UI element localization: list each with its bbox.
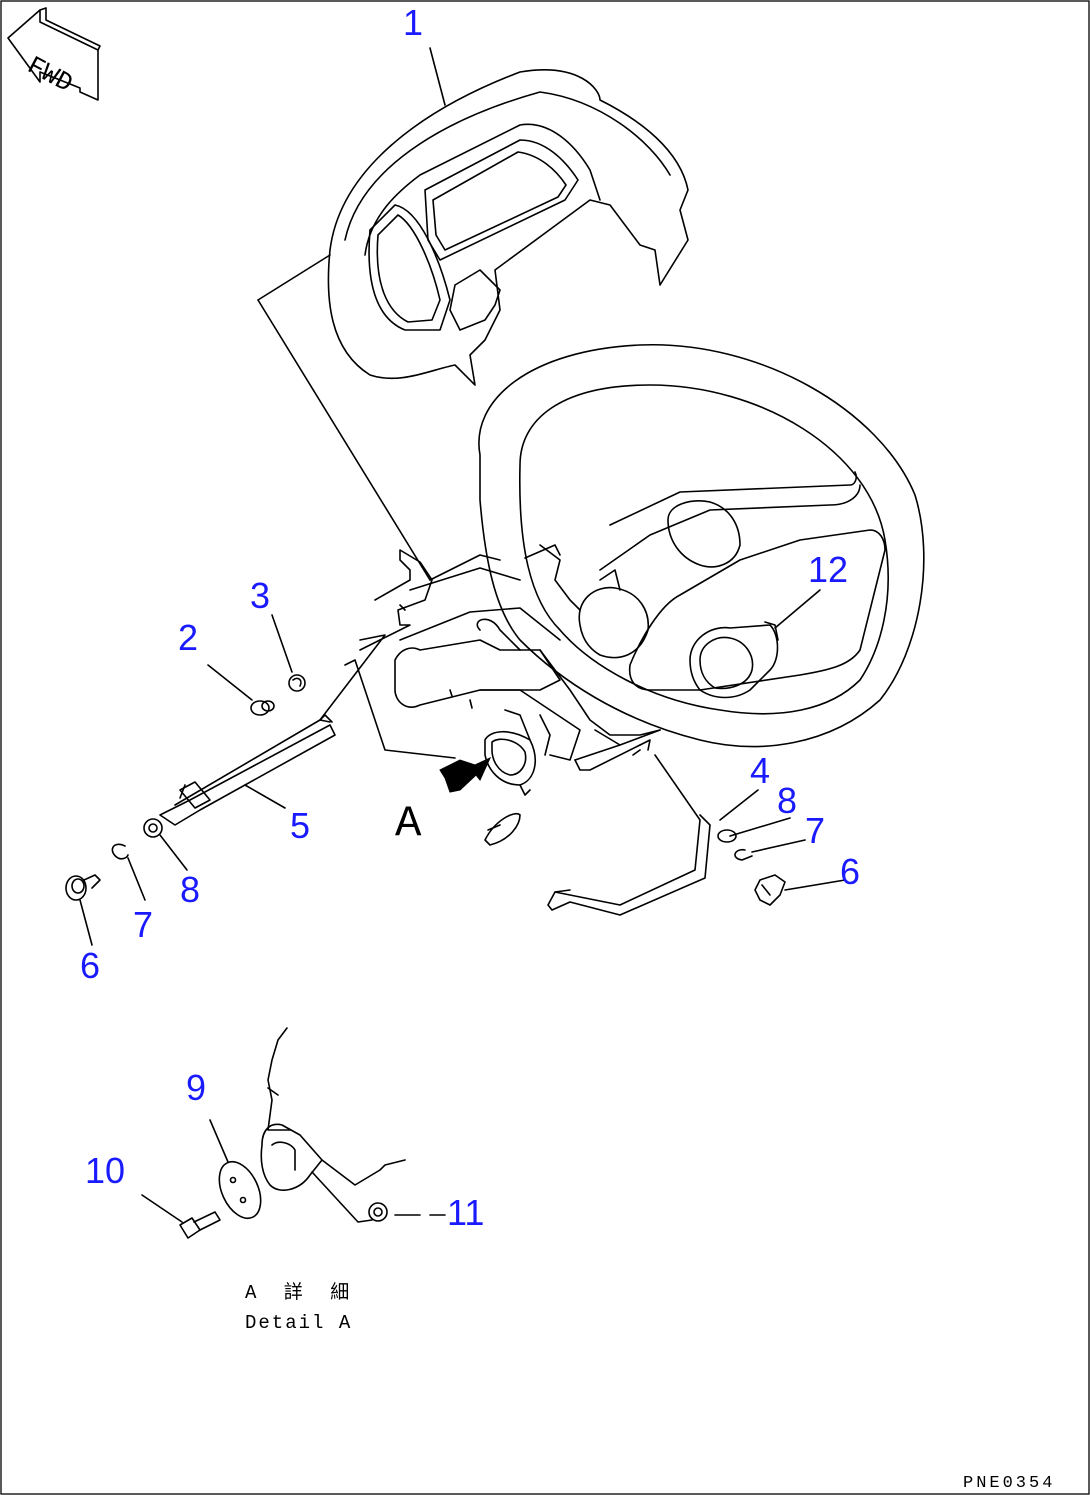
callout-4: 4 [750,750,770,791]
view-arrow-a-icon [439,756,492,793]
detail-title-en: Detail A [245,1312,352,1334]
callout-1: 1 [403,2,423,43]
callout-6-right: 6 [840,851,860,892]
fwd-label: FWD [22,51,77,99]
hardware-left [65,674,306,901]
callout-6-left: 6 [80,945,100,986]
lever-arm-part-5 [159,634,386,826]
callout-7-right: 7 [805,810,825,851]
callout-labels: 1 2 3 4 5 6 7 8 8 7 6 12 9 10 11 [80,2,860,1233]
fwd-arrow-icon: FWD [7,7,101,101]
callout-10: 10 [85,1150,125,1191]
callout-3: 3 [250,575,270,616]
callout-8-right: 8 [777,780,797,821]
callout-11: 11 [447,1192,484,1233]
lever-part-4 [547,754,711,916]
callout-7-left: 7 [133,904,153,945]
callout-8-left: 8 [180,869,200,910]
drawing-code: PNE0354 [963,1474,1055,1493]
callout-5: 5 [290,805,310,846]
callout-12: 12 [808,549,848,590]
dashboard-cover-part-1 [257,69,689,386]
detail-a-drawing [179,1027,446,1239]
view-label-a: A [395,799,422,849]
callout-9: 9 [186,1067,206,1108]
steering-column [257,299,661,846]
detail-title-jp: A 詳 細 [245,1281,357,1304]
hardware-right [717,829,786,906]
leader-lines [79,47,846,1223]
steering-wheel [478,344,925,748]
callout-2: 2 [178,617,198,658]
